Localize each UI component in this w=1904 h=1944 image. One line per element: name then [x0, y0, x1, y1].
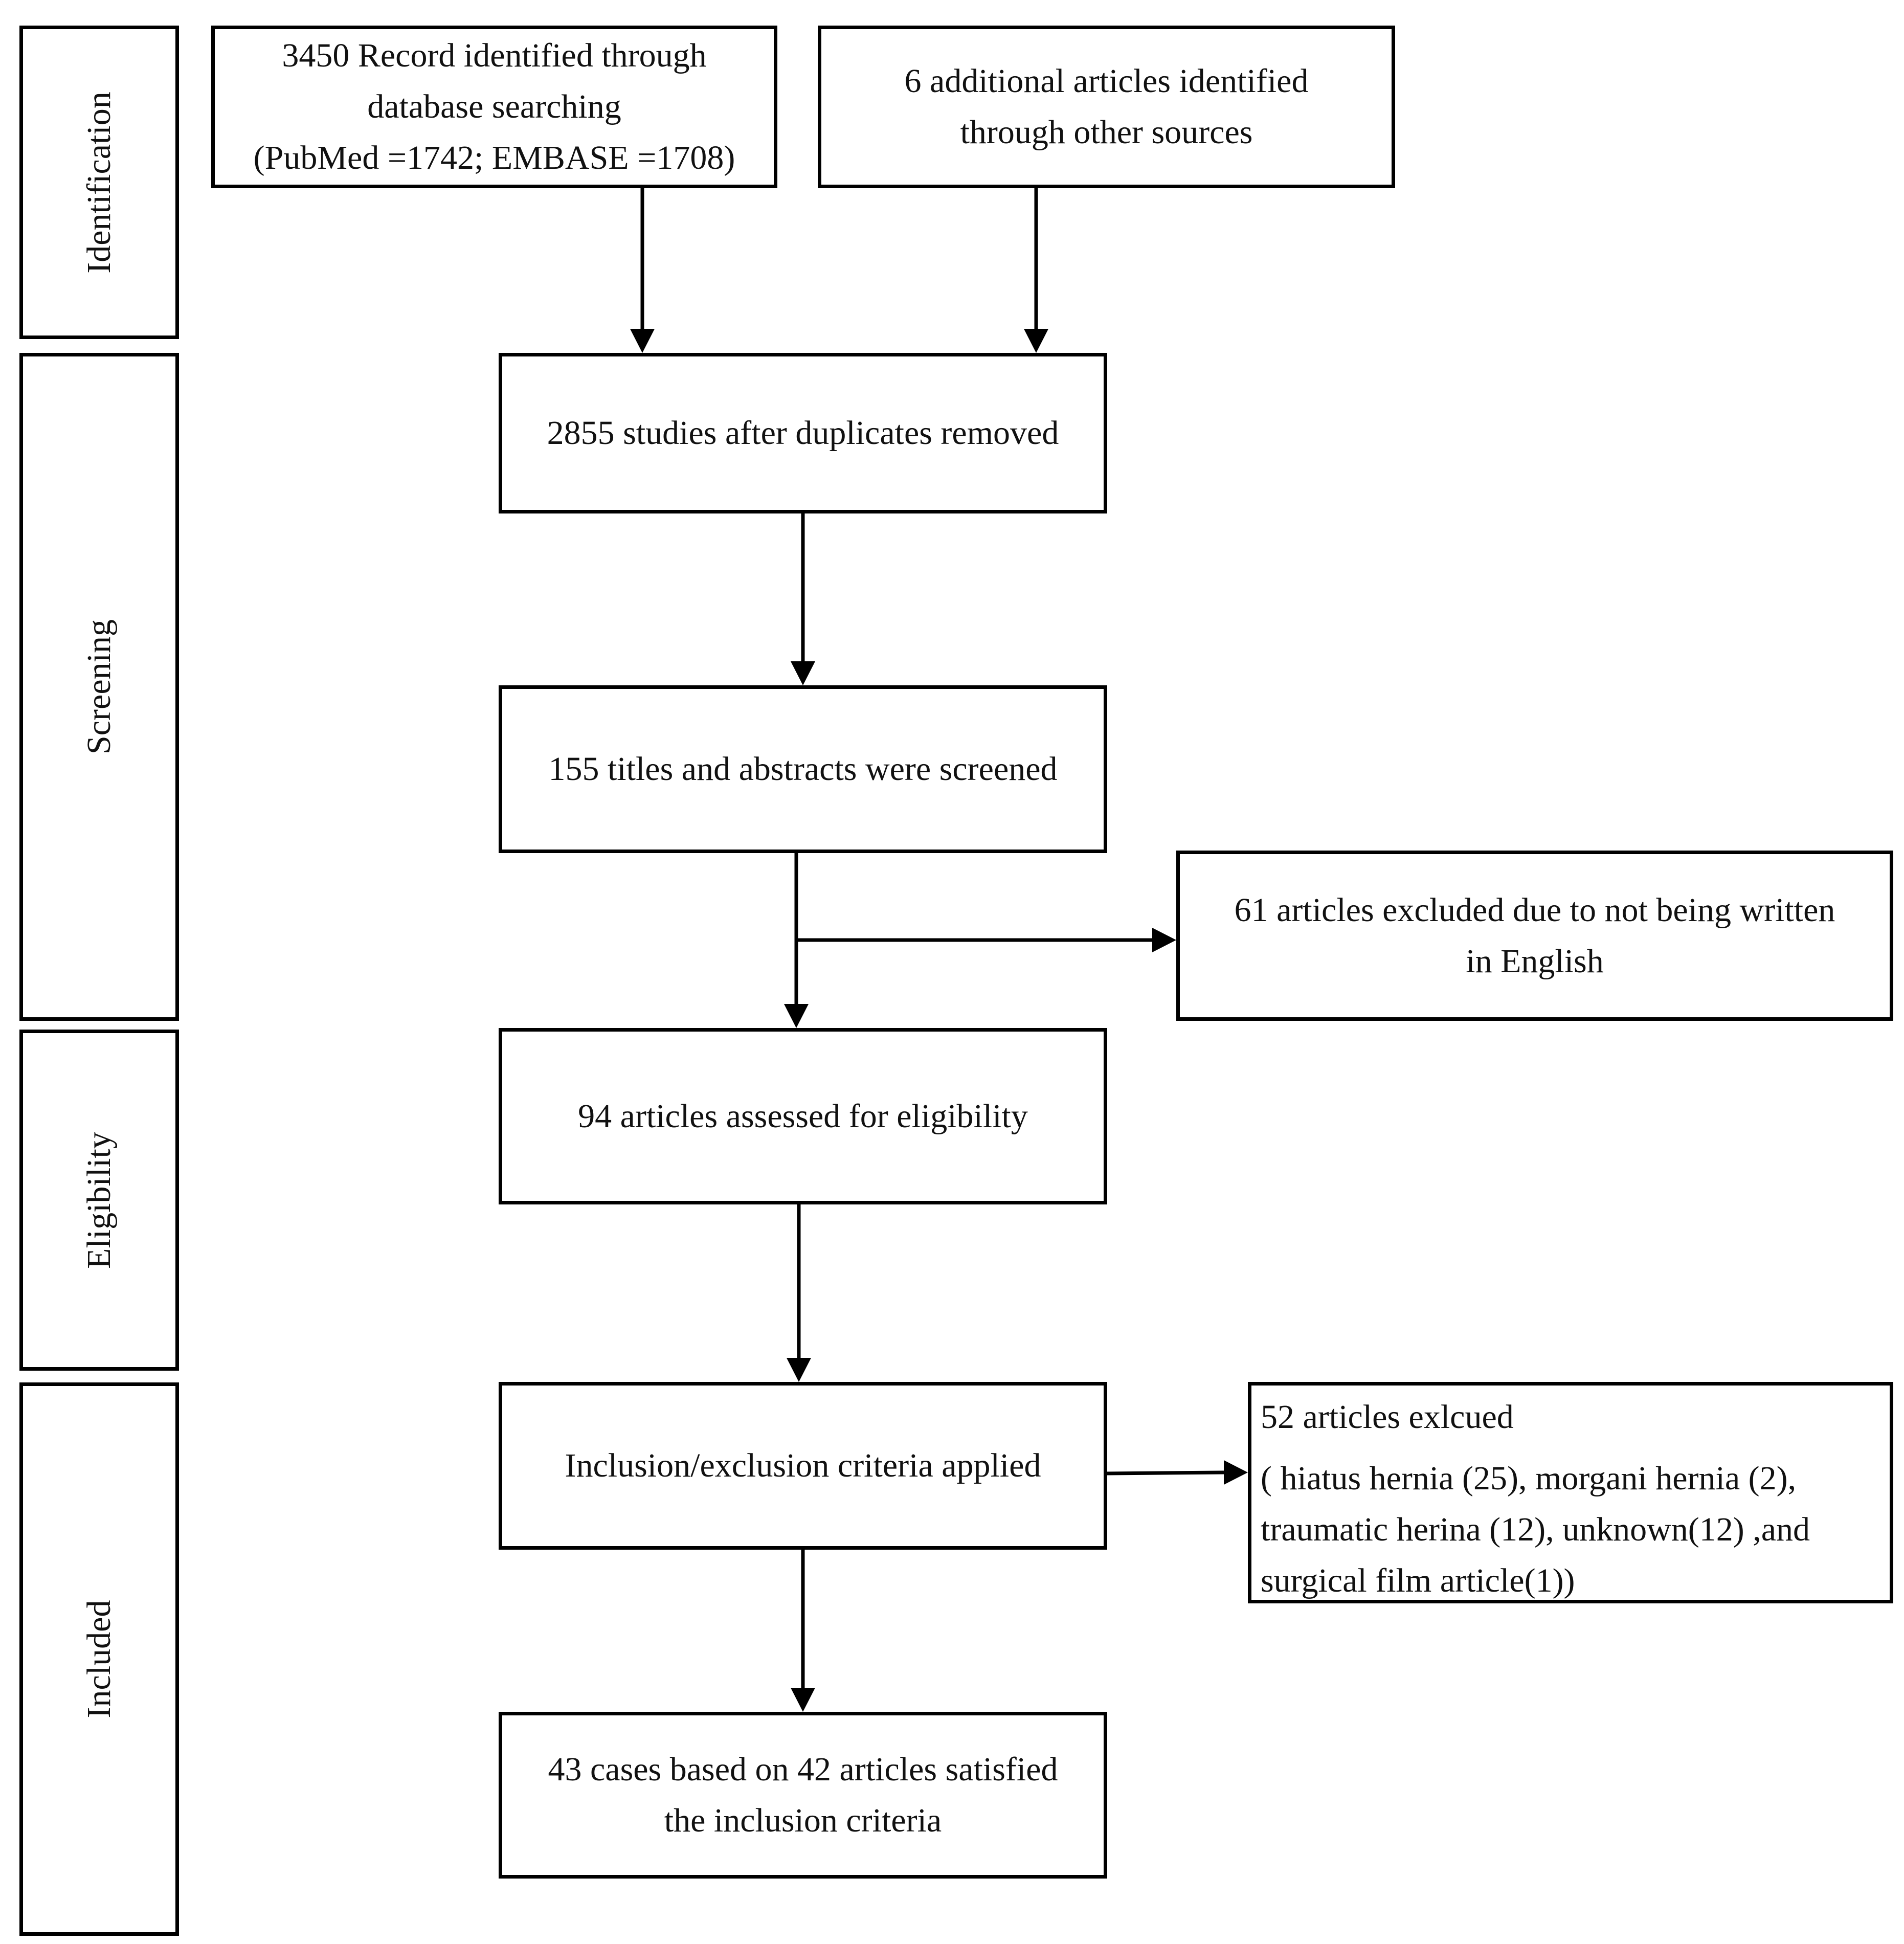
- stage-included: Included: [19, 1382, 179, 1936]
- records-other-line-1: 6 additional articles identified: [904, 62, 1309, 100]
- arrowhead-screened-to-eligibility: [784, 1004, 809, 1028]
- titles-screened-line-1: 155 titles and abstracts were screened: [548, 750, 1058, 788]
- arrowhead-database-to-duplicates: [630, 329, 655, 353]
- stage-label-identification: Identification: [80, 91, 118, 274]
- arrowhead-criteria-to-included: [791, 1688, 815, 1712]
- included-final-line-2: the inclusion criteria: [664, 1802, 942, 1839]
- records-database-line-3: (PubMed =1742; EMBASE =1708): [253, 139, 735, 176]
- records-database-line-2: database searching: [367, 88, 621, 125]
- eligibility-assessed-box: 94 articles assessed for eligibility: [499, 1028, 1107, 1204]
- arrowhead-criteria-to-excluded: [1224, 1460, 1248, 1485]
- excluded-language-line-1: 61 articles excluded due to not being wr…: [1234, 891, 1835, 929]
- excluded-reasons-line-3: surgical film article(1)): [1261, 1562, 1575, 1599]
- arrowhead-other-to-duplicates: [1024, 329, 1048, 353]
- arrowhead-eligibility-to-criteria: [787, 1358, 811, 1382]
- duplicates-removed-line-1: 2855 studies after duplicates removed: [547, 414, 1059, 452]
- excluded-reasons-line-2: traumatic herina (12), unknown(12) ,and: [1261, 1511, 1810, 1548]
- arrowhead-screened-to-excluded: [1152, 928, 1176, 952]
- stage-label-eligibility: Eligibility: [80, 1131, 118, 1269]
- eligibility-assessed-line-1: 94 articles assessed for eligibility: [578, 1097, 1028, 1135]
- criteria-applied-box: Inclusion/exclusion criteria applied: [499, 1382, 1107, 1550]
- titles-screened-box: 155 titles and abstracts were screened: [499, 685, 1107, 853]
- arrowhead-duplicates-to-screened: [791, 661, 815, 685]
- arrow-criteria-to-excluded: [1106, 1470, 1224, 1476]
- records-database-box: 3450 Record identified through database …: [211, 26, 777, 188]
- excluded-reasons-line-1: ( hiatus hernia (25), morgani hernia (2)…: [1261, 1460, 1797, 1497]
- excluded-reasons-heading: 52 articles exlcued: [1261, 1398, 1514, 1436]
- records-other-box: 6 additional articles identified through…: [818, 26, 1395, 188]
- records-database-line-1: 3450 Record identified through: [282, 37, 707, 74]
- duplicates-removed-box: 2855 studies after duplicates removed: [499, 353, 1107, 513]
- excluded-language-line-2: in English: [1466, 942, 1604, 980]
- stage-identification: Identification: [19, 26, 179, 339]
- records-other-line-2: through other sources: [960, 114, 1253, 151]
- stage-label-included: Included: [80, 1600, 118, 1718]
- stage-screening: Screening: [19, 353, 179, 1021]
- stage-eligibility: Eligibility: [19, 1030, 179, 1371]
- included-final-line-1: 43 cases based on 42 articles satisfied: [548, 1751, 1058, 1788]
- excluded-reasons-box: 52 articles exlcued ( hiatus hernia (25)…: [1248, 1382, 1893, 1603]
- included-final-box: 43 cases based on 42 articles satisfied …: [499, 1712, 1107, 1879]
- criteria-applied-line-1: Inclusion/exclusion criteria applied: [565, 1447, 1041, 1484]
- excluded-language-box: 61 articles excluded due to not being wr…: [1176, 851, 1893, 1021]
- stage-label-screening: Screening: [80, 619, 118, 754]
